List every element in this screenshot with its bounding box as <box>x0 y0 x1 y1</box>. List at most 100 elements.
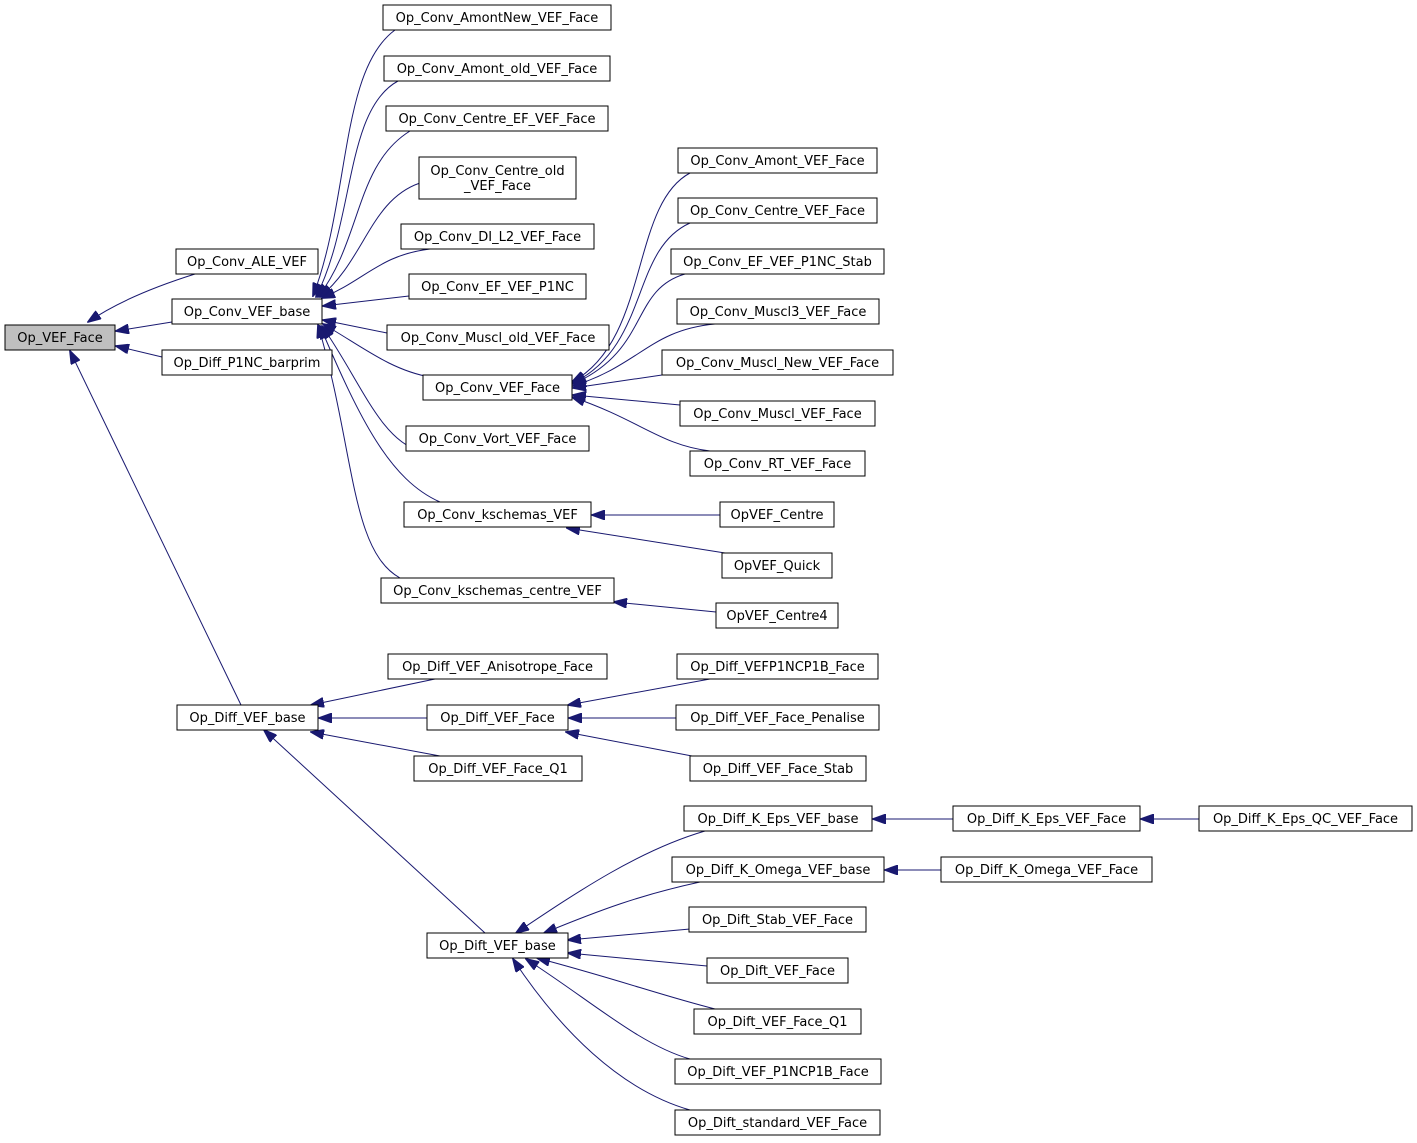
class-node-label: Op_Dift_VEF_P1NCP1B_Face <box>687 1065 868 1080</box>
class-node[interactable]: Op_Diff_K_Omega_VEF_base <box>671 856 885 883</box>
inheritance-edge <box>320 326 441 503</box>
class-node-label: Op_Dift_VEF_Face_Q1 <box>707 1015 847 1030</box>
class-node[interactable]: Op_Conv_VEF_Face <box>422 374 573 401</box>
class-node[interactable]: Op_Conv_Centre_old_VEF_Face <box>418 156 577 200</box>
class-node-label: Op_Diff_P1NC_barprim <box>174 356 321 371</box>
class-node-box <box>1198 805 1413 832</box>
class-node-label: Op_Diff_VEF_Face_Penalise <box>690 711 865 726</box>
inheritance-edge <box>323 295 410 306</box>
class-node[interactable]: Op_Diff_VEF_Face_Q1 <box>413 755 583 782</box>
class-node[interactable]: Op_Dift_Stab_VEF_Face <box>688 906 867 933</box>
class-node[interactable]: Op_Diff_K_Eps_VEF_Face <box>952 805 1141 832</box>
inheritance-edge <box>516 830 706 933</box>
class-node[interactable]: Op_Conv_Centre_VEF_Face <box>677 197 878 224</box>
class-node[interactable]: Op_Conv_VEF_base <box>171 298 323 325</box>
class-node[interactable]: Op_Dift_VEF_Face_Q1 <box>693 1008 862 1035</box>
class-node[interactable]: Op_Conv_kschemas_VEF <box>403 501 592 528</box>
class-node-box <box>171 298 323 325</box>
class-node-box <box>176 704 319 731</box>
class-node-label: Op_Conv_VEF_Face <box>435 381 560 396</box>
class-node[interactable]: Op_Conv_RT_VEF_Face <box>689 450 866 477</box>
class-node[interactable]: Op_Dift_VEF_Face <box>706 957 849 984</box>
inheritance-edge <box>573 273 686 384</box>
class-node[interactable]: Op_Dift_VEF_P1NCP1B_Face <box>674 1058 882 1085</box>
class-node[interactable]: OpVEF_Quick <box>721 552 833 579</box>
inheritance-edge <box>116 321 173 331</box>
class-node-label: Op_Diff_K_Omega_VEF_base <box>686 863 871 878</box>
class-node[interactable]: Op_Conv_Vort_VEF_Face <box>405 425 590 452</box>
class-node[interactable]: Op_Conv_DI_L2_VEF_Face <box>400 223 595 250</box>
class-node-label: Op_Dift_VEF_Face <box>720 964 835 979</box>
class-node[interactable]: Op_Conv_EF_VEF_P1NC_Stab <box>670 248 885 275</box>
class-node[interactable]: Op_Conv_kschemas_centre_VEF <box>380 577 615 604</box>
inheritance-edge <box>70 351 242 706</box>
class-node-label: _VEF_Face <box>463 179 531 194</box>
inheritance-edge <box>573 323 716 386</box>
class-node-box <box>693 1008 862 1035</box>
inheritance-edge <box>573 395 681 406</box>
class-node[interactable]: Op_Conv_Amont_old_VEF_Face <box>383 55 611 82</box>
class-node-box <box>161 349 333 376</box>
class-node-box <box>671 856 885 883</box>
class-node-box <box>677 197 878 224</box>
class-node-box <box>940 856 1153 883</box>
class-node[interactable]: Op_Dift_standard_VEF_Face <box>674 1109 881 1136</box>
class-node-label: Op_Diff_VEF_Face_Stab <box>703 762 854 777</box>
inheritance-edge <box>568 678 711 705</box>
class-node-label: Op_Conv_Muscl_New_VEF_Face <box>676 356 879 371</box>
class-node[interactable]: Op_Diff_VEFP1NCP1B_Face <box>676 653 879 680</box>
class-node-label: Op_Conv_Amont_VEF_Face <box>690 154 864 169</box>
class-node-label: Op_Diff_VEF_Face <box>440 711 555 726</box>
class-node[interactable]: Op_Conv_EF_VEF_P1NC <box>408 273 587 300</box>
class-node[interactable]: Op_Diff_VEF_Face_Stab <box>689 755 867 782</box>
class-node-box <box>689 755 867 782</box>
class-node[interactable]: Op_Conv_Centre_EF_VEF_Face <box>385 105 609 132</box>
class-node-label: Op_Conv_RT_VEF_Face <box>704 457 851 472</box>
class-node-box <box>4 324 116 351</box>
class-node[interactable]: Op_Conv_Muscl_old_VEF_Face <box>386 324 610 351</box>
class-node[interactable]: Op_Conv_Amont_VEF_Face <box>677 147 878 174</box>
class-node-label: Op_Diff_K_Omega_VEF_Face <box>955 863 1138 878</box>
class-node-label: Op_Conv_Centre_VEF_Face <box>690 204 865 219</box>
inheritance-edge <box>311 678 436 705</box>
class-node-box <box>426 932 569 959</box>
class-node[interactable]: Op_Diff_P1NC_barprim <box>161 349 333 376</box>
class-node[interactable]: Op_Conv_AmontNew_VEF_Face <box>382 4 612 31</box>
inheritance-edge <box>573 222 691 383</box>
class-node[interactable]: Op_Conv_ALE_VEF <box>175 248 319 275</box>
inheritance-edge <box>573 374 663 388</box>
class-node[interactable]: Op_Conv_Muscl_VEF_Face <box>679 400 876 427</box>
class-node-box <box>679 400 876 427</box>
class-node-label: Op_Conv_VEF_base <box>184 305 311 320</box>
class-node[interactable]: Op_Diff_VEF_Anisotrope_Face <box>387 653 608 680</box>
class-node[interactable]: OpVEF_Centre4 <box>715 602 839 629</box>
class-node[interactable]: Op_Diff_K_Eps_VEF_base <box>683 805 873 832</box>
class-node[interactable]: Op_Diff_VEF_base <box>176 704 319 731</box>
class-node-box <box>400 223 595 250</box>
class-node[interactable]: Op_Dift_VEF_base <box>426 932 569 959</box>
class-node[interactable]: Op_Conv_Muscl3_VEF_Face <box>676 298 880 325</box>
class-node[interactable]: Op_Diff_K_Eps_QC_VEF_Face <box>1198 805 1413 832</box>
class-node-label: Op_Diff_K_Eps_QC_VEF_Face <box>1213 812 1398 827</box>
root-class-node[interactable]: Op_VEF_Face <box>4 324 116 351</box>
class-node-label: Op_Conv_ALE_VEF <box>187 255 307 270</box>
class-node[interactable]: Op_Conv_Muscl_New_VEF_Face <box>661 349 894 376</box>
class-node-label: Op_Conv_EF_VEF_P1NC <box>421 280 574 295</box>
class-node-label: Op_Conv_Amont_old_VEF_Face <box>397 62 598 77</box>
inheritance-edge <box>323 324 431 378</box>
class-node-label: Op_Conv_kschemas_VEF <box>417 508 578 523</box>
class-node-label: Op_Conv_DI_L2_VEF_Face <box>414 230 581 245</box>
class-node[interactable]: Op_Diff_VEF_Face_Penalise <box>675 704 880 731</box>
inheritance-edge <box>526 959 691 1060</box>
class-node-box <box>175 248 319 275</box>
inheritance-edge <box>311 732 441 757</box>
class-node-box <box>688 906 867 933</box>
class-node-box <box>675 704 880 731</box>
class-node[interactable]: Op_Diff_VEF_Face <box>426 704 569 731</box>
class-node[interactable]: OpVEF_Centre <box>719 501 835 528</box>
class-node-label: Op_Diff_VEF_base <box>189 711 305 726</box>
class-node[interactable]: Op_Diff_K_Omega_VEF_Face <box>940 856 1153 883</box>
class-node-label: Op_Diff_VEFP1NCP1B_Face <box>690 660 864 675</box>
nodes-layer: Op_VEF_Face Op_Conv_ALE_VEF Op_Conv_VEF_ba… <box>4 4 1413 1136</box>
class-node-label: Op_Conv_kschemas_centre_VEF <box>393 584 602 599</box>
